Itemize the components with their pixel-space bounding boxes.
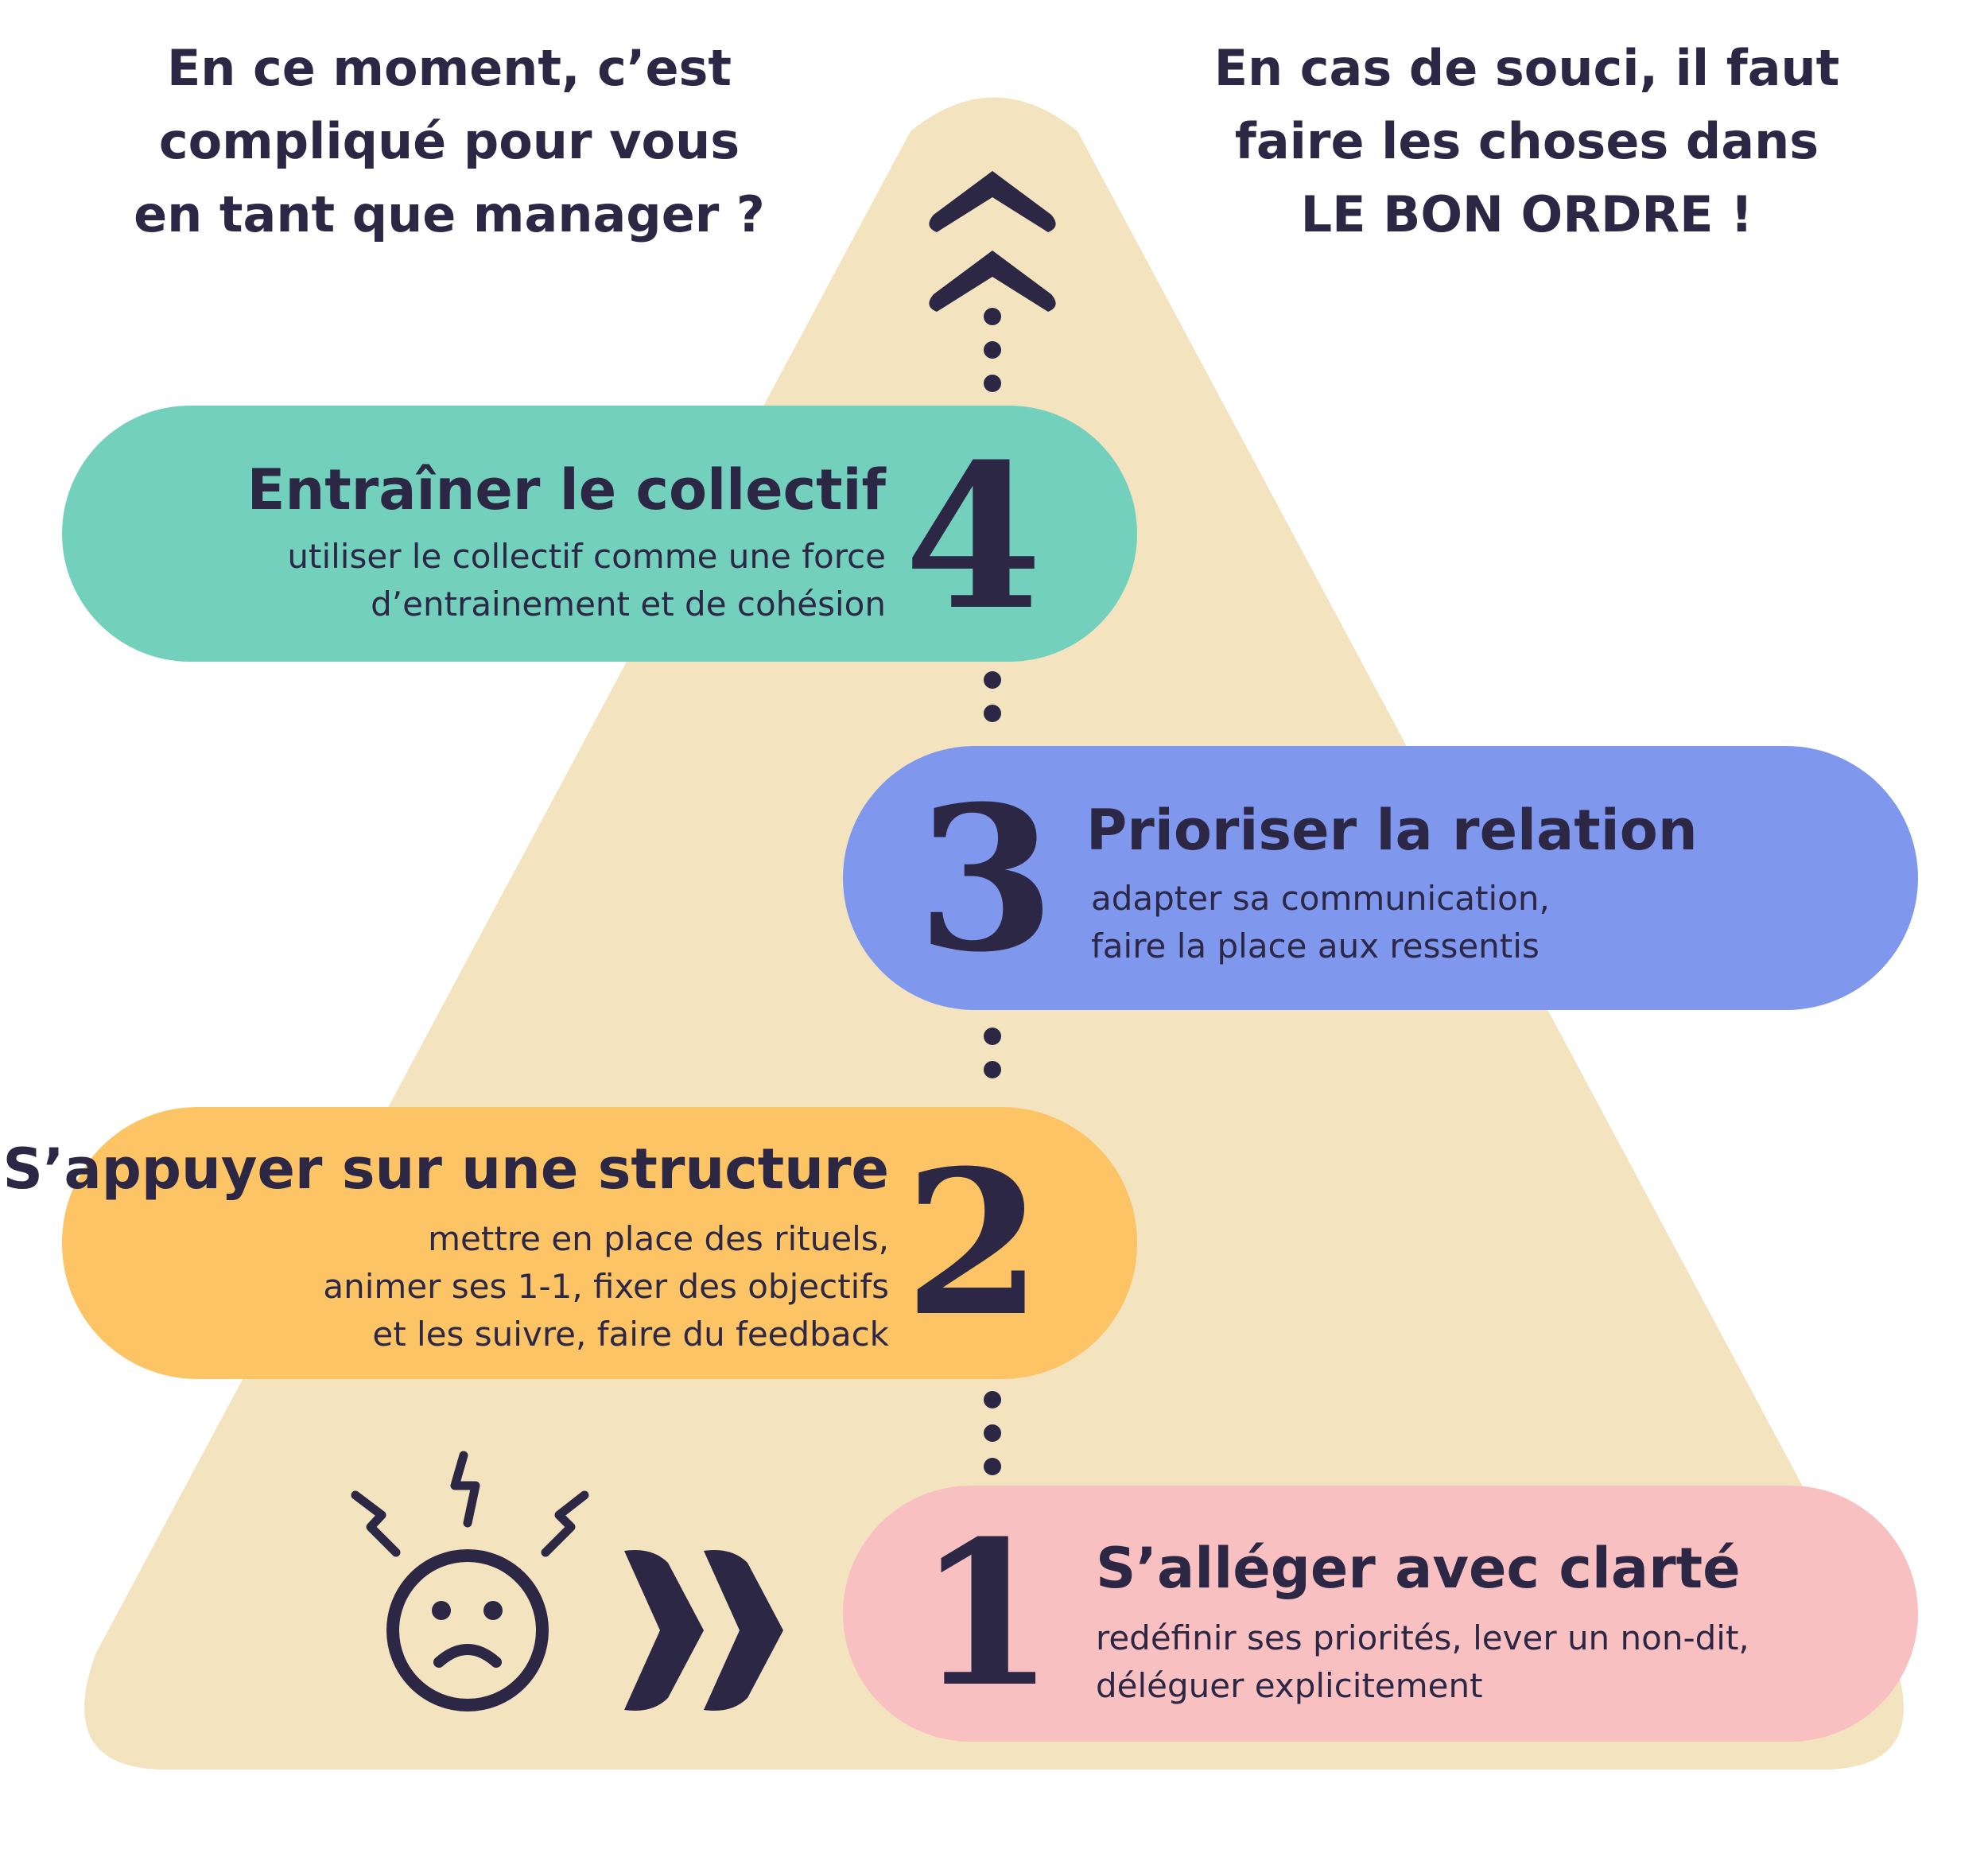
step-3-desc-line: faire la place aux ressentis	[1091, 927, 1540, 965]
step-4-card: Entraîner le collectif utiliser le colle…	[62, 406, 1137, 662]
step-3-title: Prioriser la relation	[1086, 798, 1698, 863]
header-left-line: En ce moment, c’est	[166, 39, 732, 97]
header-right-statement: En cas de souci, il faut faire les chose…	[1201, 32, 1853, 251]
step-3-desc-line: adapter sa communication,	[1091, 879, 1550, 918]
stressed-face-icon	[386, 1549, 549, 1711]
step-2-desc-line: et les suivre, faire du feedback	[372, 1315, 889, 1354]
step-4-desc-line: d’entrainement et de cohésion	[371, 585, 886, 624]
step-4-title: Entraîner le collectif	[247, 457, 886, 523]
step-2-desc-line: animer ses 1-1, fixer des objectifs	[323, 1267, 889, 1306]
step-2-title: S’appuyer sur une structure	[2, 1136, 889, 1202]
step-4-number: 4	[904, 420, 1043, 654]
step-1-card: 1 S’alléger avec clarté redéfinir ses pr…	[843, 1486, 1918, 1742]
step-4-description: utiliser le collectif comme une force d’…	[287, 533, 886, 628]
header-right-line: LE BON ORDRE !	[1300, 185, 1753, 243]
step-2-description: mettre en place des rituels, animer ses …	[323, 1215, 889, 1358]
step-2-desc-line: mettre en place des rituels,	[428, 1219, 889, 1258]
step-3-description: adapter sa communication, faire la place…	[1091, 875, 1550, 970]
step-1-description: redéfinir ses priorités, lever un non-di…	[1096, 1614, 1749, 1710]
header-right-line: faire les choses dans	[1234, 112, 1819, 170]
double-chevron-up-icon	[929, 171, 1056, 312]
step-1-title: S’alléger avec clarté	[1096, 1536, 1741, 1601]
step-1-desc-line: déléguer explicitement	[1096, 1666, 1483, 1705]
step-3-number: 3	[917, 762, 1055, 996]
step-1-desc-line: redéfinir ses priorités, lever un non-di…	[1096, 1618, 1749, 1657]
header-left-line: compliqué pour vous	[158, 112, 740, 170]
lightning-icon	[351, 1451, 589, 1557]
step-2-card: S’appuyer sur une structure mettre en pl…	[3, 1107, 1137, 1379]
header-right-line: En cas de souci, il faut	[1213, 39, 1840, 97]
header-left-question: En ce moment, c’est compliqué pour vous …	[123, 32, 775, 251]
step-2-number: 2	[904, 1126, 1043, 1360]
header-left-line: en tant que manager ?	[134, 185, 765, 243]
step-1-number: 1	[917, 1497, 1055, 1731]
step-3-card: 3 Prioriser la relation adapter sa commu…	[843, 746, 1918, 1010]
step-4-desc-line: utiliser le collectif comme une force	[287, 537, 886, 576]
double-chevron-right-icon	[624, 1550, 783, 1711]
vertical-dotted-line	[984, 308, 1001, 1475]
